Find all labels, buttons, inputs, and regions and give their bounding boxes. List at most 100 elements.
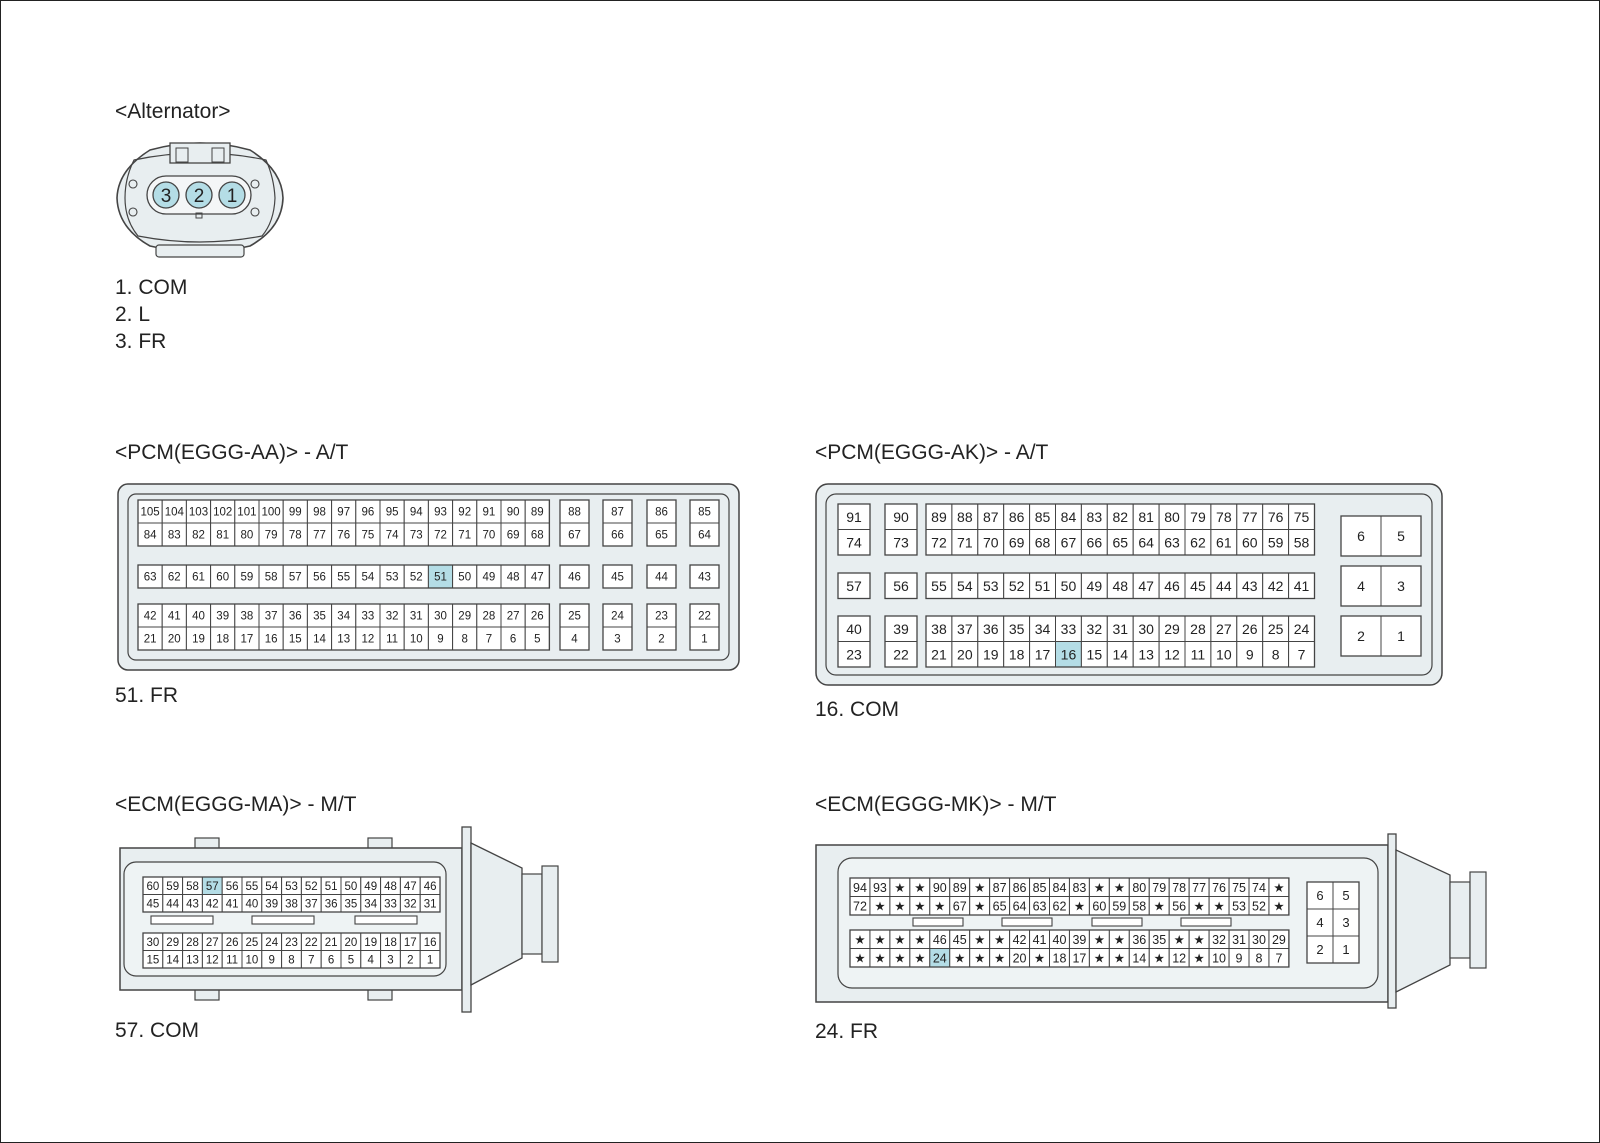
pcm-ak-cell (884, 641, 918, 668)
ecm-mk-pin-label: ★ (1094, 951, 1105, 965)
pcm-ak-pin-label: 85 (1035, 509, 1051, 525)
ecm-ma-pin-label: 36 (325, 898, 338, 910)
ecm-ma-pin-label: 11 (226, 954, 238, 966)
ecm-ma-pin-label: 56 (226, 881, 239, 893)
ecm-mk-pin-label: ★ (874, 899, 885, 913)
pcm-ak-pin-label: 5 (1397, 528, 1405, 544)
pcm-ak-pin-label: 23 (846, 646, 862, 662)
ecm-mk-pin-label: 9 (1236, 951, 1243, 965)
pcm-aa-pin-label: 93 (434, 507, 447, 519)
pcm-ak-cell (1288, 615, 1315, 642)
ecm-ma-pin-label: 19 (364, 937, 377, 949)
pcm-aa-pin-label: 87 (611, 507, 624, 519)
pcm-ak-pin-label: 78 (1216, 509, 1232, 525)
pcm-aa-pin-label: 23 (655, 611, 668, 623)
ecm-mk-pin-label: ★ (894, 899, 905, 913)
ecm-ma-pin-label: 59 (166, 881, 179, 893)
ecm-mk-pin-label: 35 (1152, 933, 1166, 947)
pcm-aa-pin-label: 102 (213, 507, 232, 519)
pcm-ak-pin-label: 16 (1061, 646, 1077, 662)
pcm-ak-cell (1158, 641, 1186, 668)
ecm-mk-pin-label: 42 (1013, 933, 1027, 947)
ecm-mk-pin-label: ★ (914, 899, 925, 913)
ecm-mk-pin-label: ★ (854, 951, 865, 965)
pcm-aa-pin-label: 96 (362, 507, 375, 519)
ecm-ma-pin-label: 27 (206, 937, 219, 949)
pcm-aa-pin-label: 9 (437, 634, 443, 646)
ecm-mk-pin-label: 60 (1092, 899, 1106, 913)
pcm-ak-cell (1055, 529, 1082, 556)
ecm-ma-pin-label: 50 (345, 881, 358, 893)
pcm-ak-pin-label: 41 (1294, 578, 1310, 594)
pcm-ak-pin-label: 37 (957, 621, 973, 637)
pcm-ak-pin-label: 62 (1190, 534, 1206, 550)
pcm-aa-pin-label: 103 (189, 507, 208, 519)
ecm-mk-pin-label: ★ (974, 899, 985, 913)
pcm-aa-pin-label: 5 (534, 634, 540, 646)
pcm-aa-pin-label: 62 (168, 572, 181, 584)
pcm-aa-pin-label: 52 (410, 572, 423, 584)
ecm-ma-pin-label: 8 (288, 954, 294, 966)
ecm-mk-pin-label: 32 (1212, 933, 1226, 947)
ecm-ma-pin-label: 51 (325, 881, 338, 893)
alternator-pin-label: 3 (161, 186, 172, 207)
ecm-ma-pin-label: 53 (285, 881, 298, 893)
ecm-mk-pin-label: 86 (1013, 881, 1027, 895)
ecm-mk-pin-label: 83 (1072, 881, 1086, 895)
pcm-ak-pin-label: 71 (957, 534, 973, 550)
pcm-aa-pin-label: 88 (568, 507, 581, 519)
ecm-mk-pin-label: 59 (1112, 899, 1126, 913)
ecm-ma-pin-label: 30 (147, 937, 160, 949)
ecm-mk-pin-label: ★ (974, 951, 985, 965)
ecm-mk-pin-label: ★ (874, 933, 885, 947)
pcm-ak-pin-label: 73 (893, 534, 909, 550)
ecm-mk-pin-label: 4 (1316, 915, 1323, 930)
pcm-aa-note: 51. FR (115, 684, 179, 707)
pcm-ak-pin-label: 54 (957, 578, 973, 594)
pcm-aa-pin-label: 41 (168, 611, 181, 623)
pcm-aa-pin-label: 55 (337, 572, 350, 584)
ecm-mk-pin-label: 90 (933, 881, 947, 895)
pcm-aa-pin-label: 3 (614, 634, 620, 646)
ecm-ma-pin-label: 6 (328, 954, 334, 966)
ecm-mk-pin-label: ★ (974, 933, 985, 947)
ecm-ma-pin-label: 10 (246, 954, 259, 966)
alternator-pin-label: 2 (194, 186, 205, 207)
ecm-ma-note: 57. COM (115, 1019, 200, 1042)
ecm-mk-pin-label: 58 (1132, 899, 1146, 913)
ecm-ma-pin-label: 17 (404, 937, 417, 949)
alternator-pin-2: 2. L (115, 303, 151, 326)
ecm-ma-pin-label: 5 (348, 954, 354, 966)
pcm-ak-pin-label: 8 (1272, 646, 1280, 662)
pcm-ak-pin-label: 88 (957, 509, 973, 525)
pcm-ak-pin-label: 46 (1164, 578, 1180, 594)
pcm-ak-pin-label: 42 (1268, 578, 1284, 594)
ecm-mk-pin-label: ★ (914, 933, 925, 947)
pcm-aa-pin-label: 46 (568, 572, 581, 584)
ecm-mk-pin-label: 67 (953, 899, 967, 913)
ecm-mk-pin-label: 84 (1053, 881, 1067, 895)
pcm-ak-cell (837, 503, 871, 530)
pcm-ak-pin-label: 6 (1357, 528, 1365, 544)
pcm-aa-pin-label: 64 (698, 530, 711, 542)
pcm-ak-pin-label: 14 (1112, 646, 1128, 662)
pcm-aa-pin-label: 60 (216, 572, 229, 584)
ecm-mk-pin-label: ★ (1034, 951, 1045, 965)
ecm-ma-pin-label: 45 (147, 898, 160, 910)
ecm-ma-pin-label: 9 (268, 954, 274, 966)
pcm-ak-pin-label: 77 (1242, 509, 1258, 525)
pcm-ak-pin-label: 17 (1035, 646, 1051, 662)
pcm-ak-pin-label: 75 (1294, 509, 1310, 525)
alternator-pin (218, 181, 246, 209)
alternator-title: <Alternator> (115, 100, 231, 123)
pcm-ak-cell (977, 529, 1005, 556)
ecm-mk-pin-label: ★ (1094, 881, 1105, 895)
pcm-aa-pin-label: 61 (192, 572, 205, 584)
ecm-ma-pin-label: 25 (246, 937, 259, 949)
alternator-pin-3: 3. FR (115, 330, 167, 353)
ecm-mk-pin-label: ★ (1213, 899, 1224, 913)
pcm-aa-pin-label: 95 (386, 507, 399, 519)
pcm-aa-pin-label: 71 (458, 530, 471, 542)
